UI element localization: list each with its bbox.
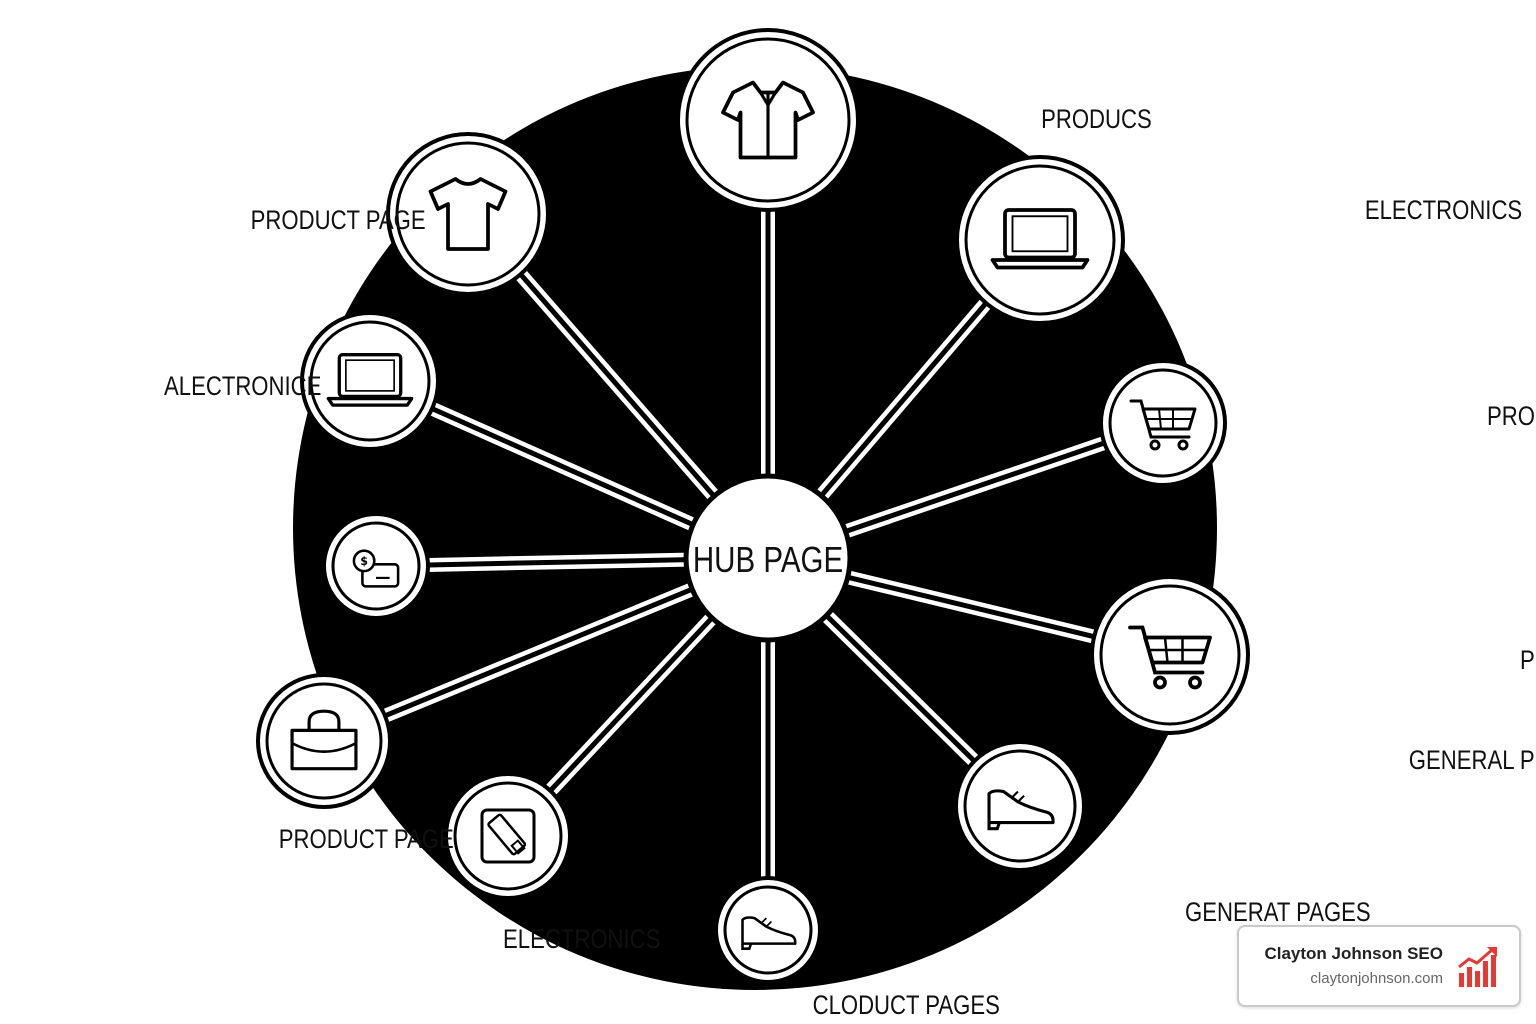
shopping-cart-icon [1128,625,1212,690]
tablet-icon [480,808,536,864]
node-label: PRODUCT PAGE [279,825,454,855]
tshirt-icon [428,177,508,251]
handbag-icon [290,709,358,771]
node-label: PRODUCT PAGE [251,206,426,236]
node-label: CLODUCT PAGES [813,991,1000,1021]
spoke-node[interactable] [955,155,1125,325]
node-label: PRODUCT [1520,646,1536,676]
node-label: ELECTRONICS [503,925,660,955]
spoke-node[interactable] [300,311,440,451]
spoke-node[interactable] [1099,359,1227,487]
shoe-icon [987,789,1055,831]
node-label: GENERAT PAGES [1185,898,1371,928]
brand-url: claytonjohnson.com [1310,970,1443,987]
brand-badge[interactable]: Clayton Johnson SEO claytonjohnson.com [1237,925,1521,1007]
shopping-cart-icon [1129,399,1197,451]
laptop-icon [326,353,414,407]
node-label: PRODUCT [1487,402,1536,432]
node-label: ELECTRONICS [1365,196,1522,226]
spoke-node[interactable] [676,28,860,212]
spoke-node[interactable] [256,673,392,809]
node-label: GENERAL PRODUCTS [1409,746,1536,776]
growth-chart-icon [1458,947,1497,987]
laptop-icon [990,208,1090,270]
node-label: ALECTRONICE [164,372,321,402]
node-label: PRODUCS [1041,105,1152,135]
brand-name: Clayton Johnson SEO [1264,944,1443,963]
spoke-node[interactable] [386,132,550,296]
shoe-icon [741,916,797,950]
svg-text:$: $ [360,555,368,568]
payment-card-icon: $ [352,549,400,588]
hub-node[interactable] [683,473,853,643]
spoke-node[interactable] [444,772,572,900]
spoke-node[interactable] [714,876,822,984]
hub-label: HUB PAGE [693,539,843,579]
spoke-node[interactable] [1090,575,1250,735]
spoke-node[interactable]: $ [322,512,430,620]
shirt-icon [721,80,815,160]
spoke-node[interactable] [954,740,1086,872]
